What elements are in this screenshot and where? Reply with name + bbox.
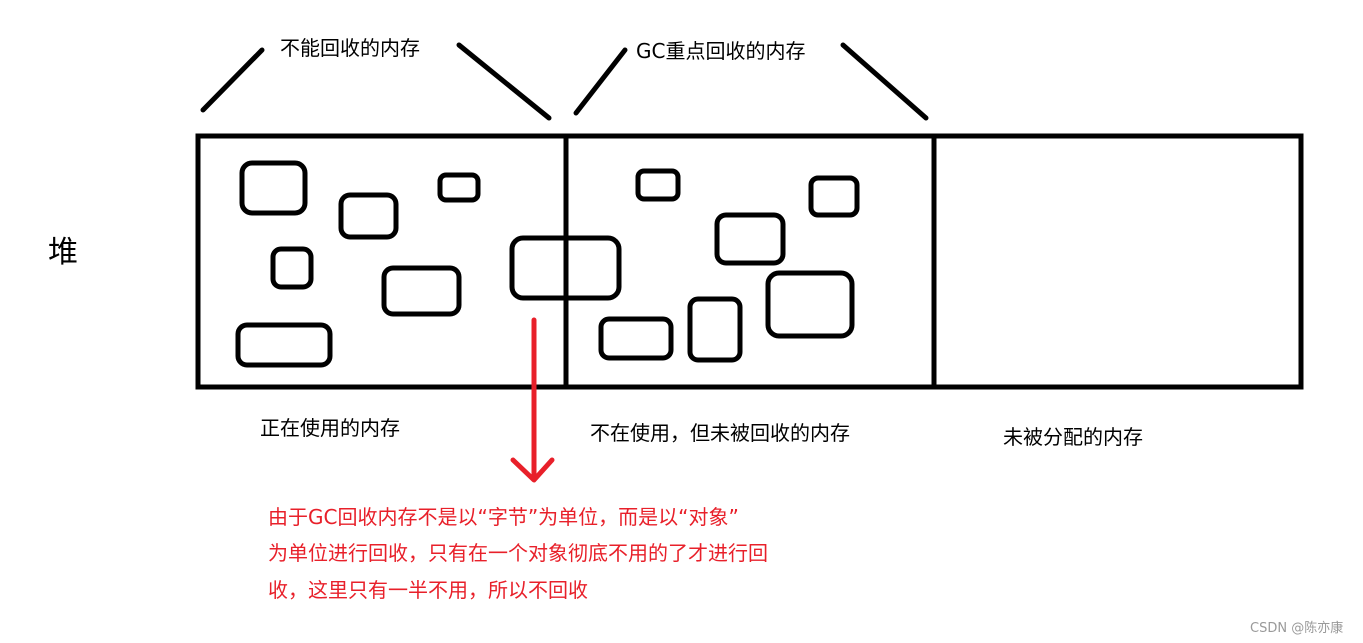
object-block — [437, 172, 481, 203]
gc-focus-bracket — [573, 42, 929, 121]
in-use-label: 正在使用的内存 — [260, 416, 400, 440]
heap-box — [195, 133, 1304, 390]
gc-note-line: 为单位进行回收，只有在一个对象彻底不用的了才进行回 — [268, 541, 768, 565]
bracket-left-stroke — [200, 47, 265, 113]
bracket-right-stroke — [840, 42, 929, 121]
object-block — [765, 270, 855, 339]
object-block — [635, 168, 681, 202]
gc-focus-label: GC重点回收的内存 — [636, 39, 805, 63]
unused-not-reclaimed-label: 不在使用，但未被回收的内存 — [590, 421, 850, 445]
unallocated-label: 未被分配的内存 — [1003, 425, 1143, 449]
object-block — [598, 316, 674, 361]
gc-note-line: 由于GC回收内存不是以“字节”为单位，而是以“对象” — [268, 505, 739, 529]
section-unallocated — [931, 133, 1304, 390]
object-block-spanning — [509, 235, 622, 301]
object-block — [808, 175, 860, 218]
red-arrow — [510, 317, 555, 483]
object-block — [239, 160, 308, 216]
bracket-right-stroke — [456, 42, 552, 121]
gc-note-line: 收，这里只有一半不用，所以不回收 — [268, 578, 588, 602]
object-block — [338, 192, 399, 240]
bracket-left-stroke — [573, 47, 628, 116]
non-reclaimable-bracket — [200, 42, 552, 121]
non-reclaimable-label: 不能回收的内存 — [280, 36, 420, 60]
heap-label: 堆 — [48, 235, 78, 270]
object-block — [687, 296, 743, 363]
object-block — [270, 246, 314, 290]
object-block — [714, 212, 786, 266]
csdn-watermark: CSDN @陈亦康 — [1250, 620, 1343, 636]
arrow-head — [510, 457, 555, 483]
object-block — [381, 265, 462, 317]
object-block — [235, 322, 333, 368]
heap-objects — [235, 160, 860, 368]
